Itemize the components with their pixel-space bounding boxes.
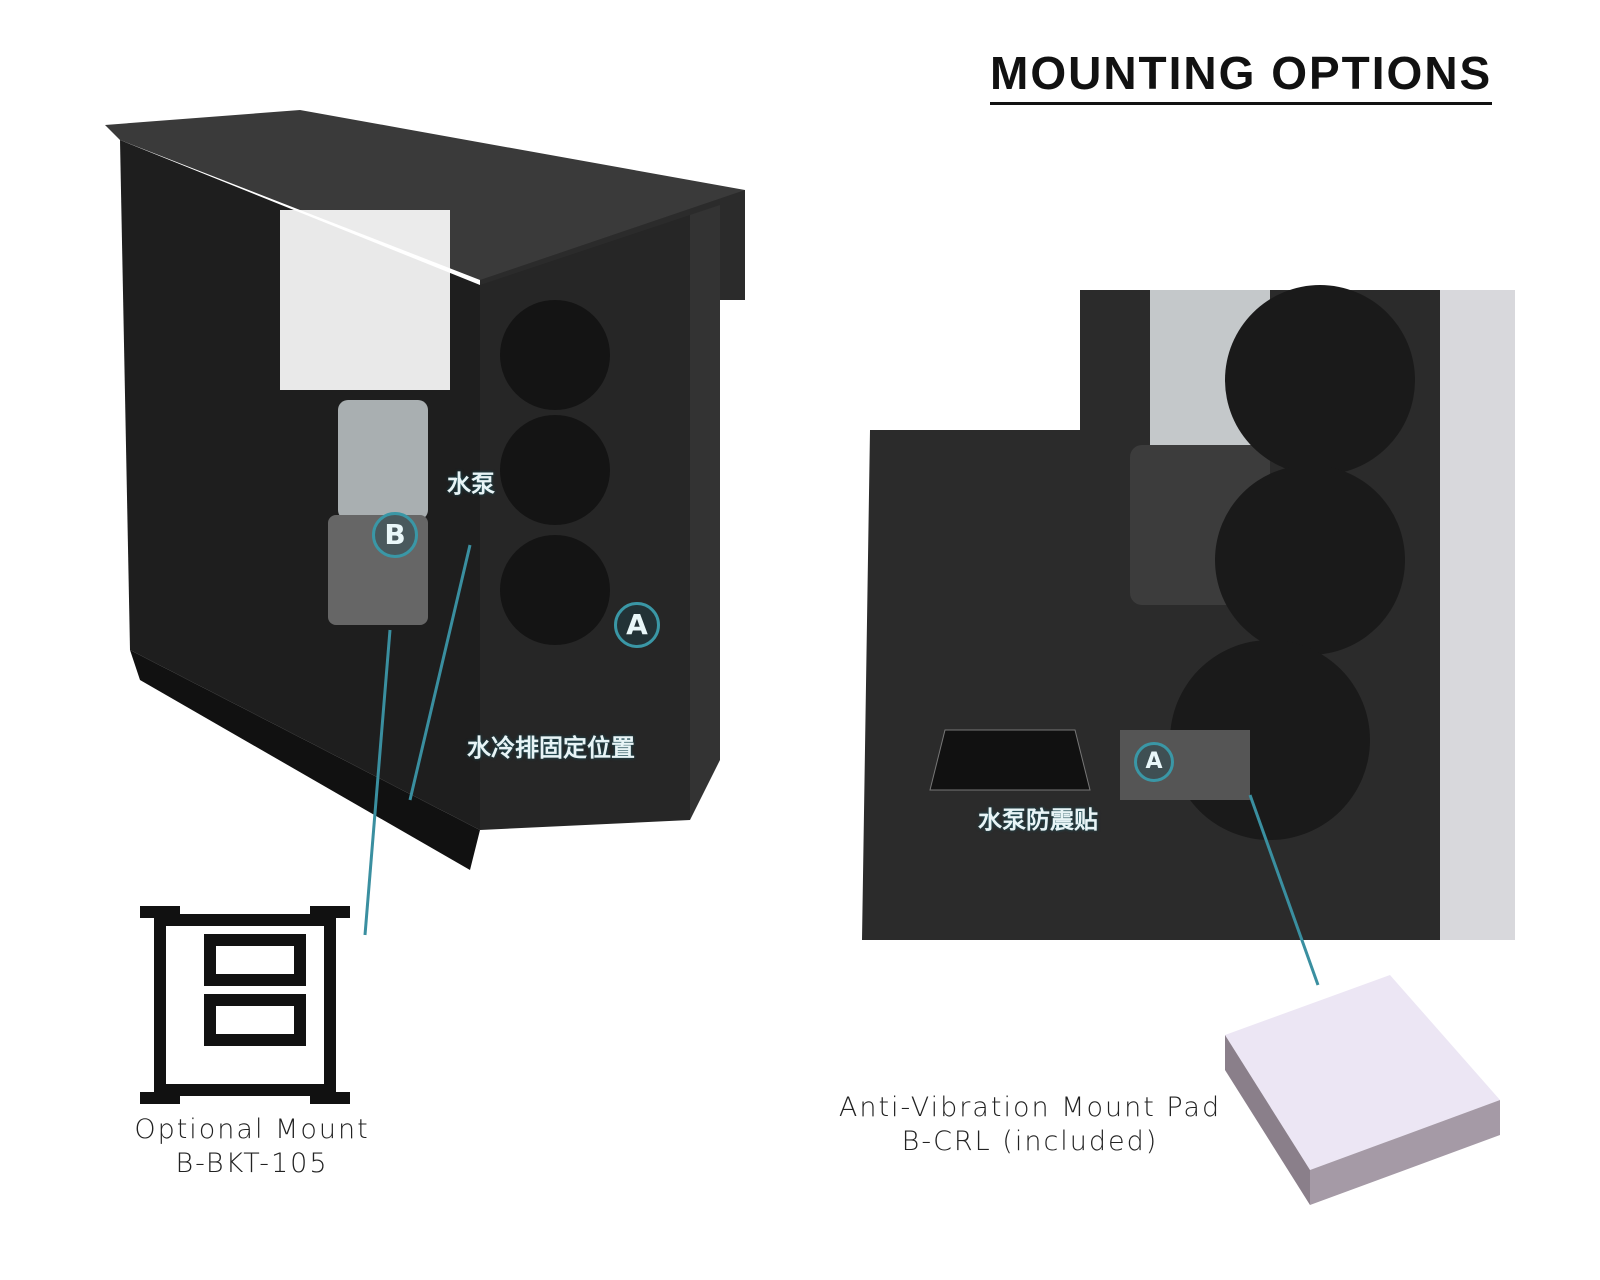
optional-mount-part: B-BKT-105 [175,1148,329,1179]
pc-case-image [105,110,745,936]
pad-name: Anti-Vibration Mount Pad [838,1092,1222,1123]
marker-b: B [372,512,418,558]
anti-vibration-pad-image [1225,975,1500,1205]
pump-closeup-image [862,285,1515,986]
pump-label: 水泵 [447,470,495,498]
radiator-mount-label: 水冷排固定位置 [467,734,635,762]
title-underline [990,102,1492,105]
optional-mount-name: Optional Mount [134,1114,370,1145]
pump-pad-label: 水泵防震贴 [978,806,1098,834]
page-title: MOUNTING OPTIONS [990,47,1493,99]
marker-a-right: A [1134,742,1174,782]
marker-a-left: A [614,602,660,648]
pad-part: B-CRL (included) [901,1126,1159,1157]
optional-mount-bracket-image [140,906,350,1104]
pad-caption: Anti-Vibration Mount Pad B-CRL (included… [830,1091,1230,1159]
optional-mount-caption: Optional Mount B-BKT-105 [102,1113,402,1181]
